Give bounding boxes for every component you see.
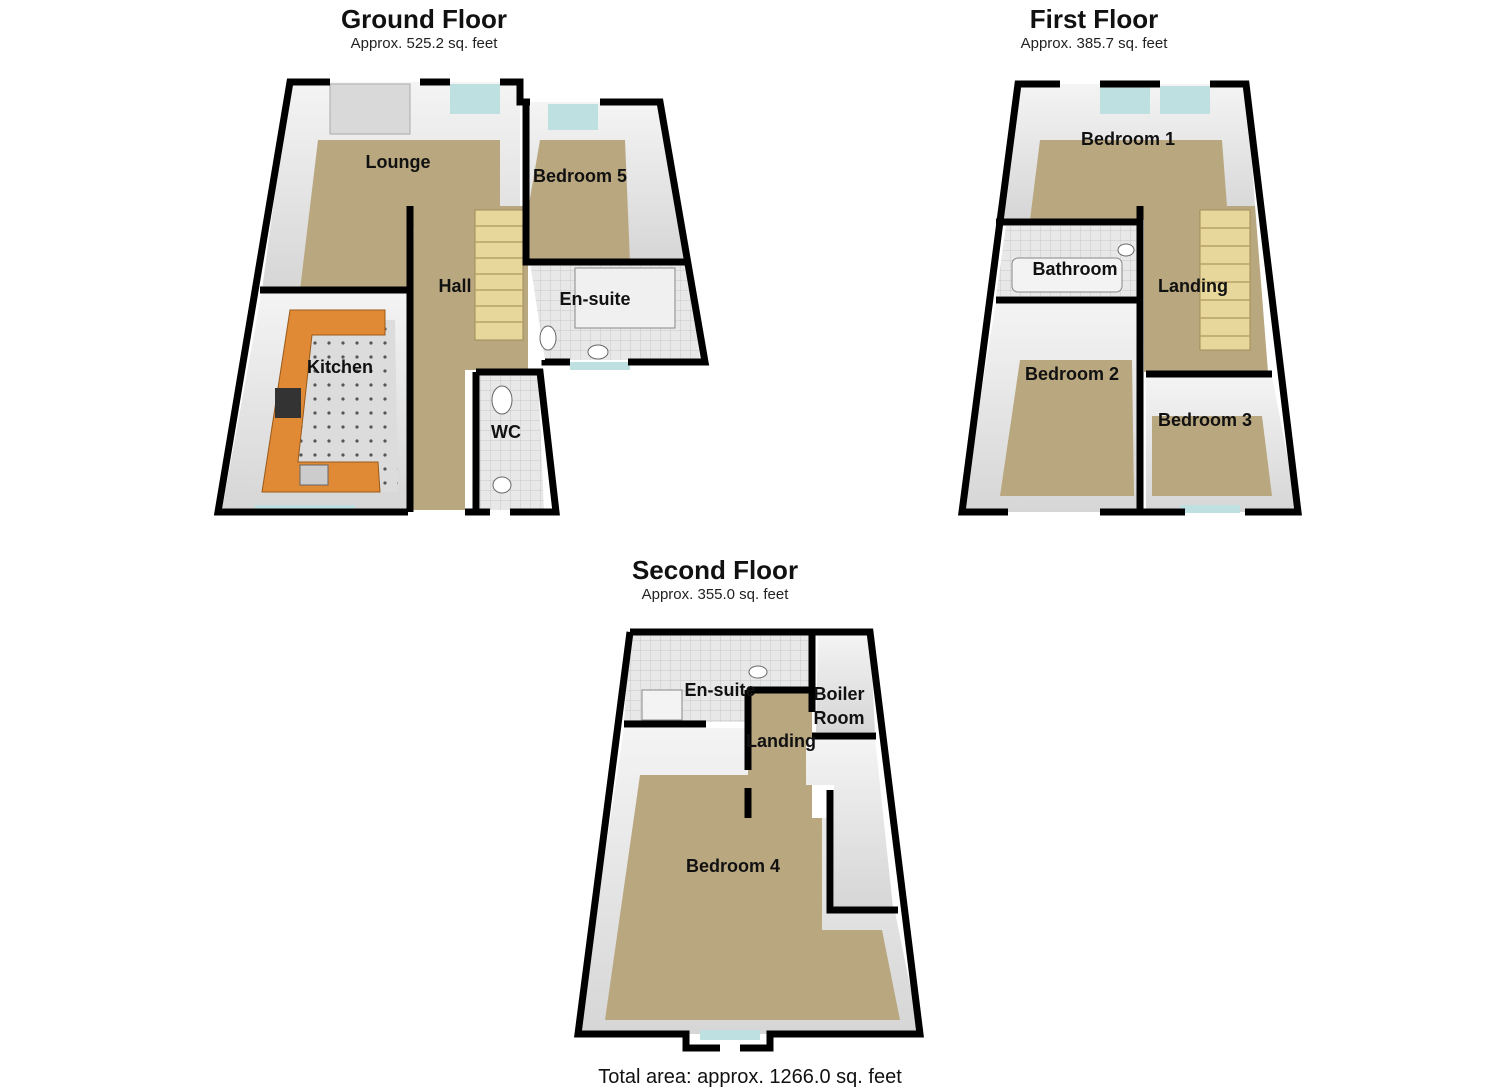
- storage-wall-shade: [806, 738, 893, 908]
- first-floor-title: First Floor: [1029, 4, 1159, 34]
- label-second-ensuite: En-suite: [684, 680, 755, 700]
- second-ensuite-basin-icon: [748, 665, 768, 679]
- lounge-window: [450, 84, 500, 114]
- second-ensuite-bath: [641, 689, 683, 721]
- bedroom5-floor: [528, 140, 630, 262]
- lounge-glazed-doors: [329, 83, 411, 135]
- label-hall: Hall: [438, 276, 471, 296]
- bathroom-bath: [1011, 257, 1123, 293]
- bedroom5-window: [548, 104, 598, 130]
- label-bedroom1: Bedroom 1: [1081, 129, 1175, 149]
- label-bathroom: Bathroom: [1033, 259, 1118, 279]
- bedroom3-floor: [1152, 416, 1272, 496]
- second-floor-title: Second Floor: [631, 555, 799, 585]
- label-kitchen: Kitchen: [307, 357, 373, 377]
- bedroom4-floor: [605, 775, 900, 1020]
- ground-ensuite-toilet-icon: [539, 325, 557, 351]
- kitchen-worktop: [261, 309, 386, 493]
- bathroom-basin-icon: [1117, 243, 1135, 257]
- ground-floor-area: Approx. 525.2 sq. feet: [350, 35, 498, 52]
- label-ground-ensuite: En-suite: [559, 289, 630, 309]
- label-bedroom3: Bedroom 3: [1158, 410, 1252, 430]
- first-floor-stairs: [1199, 209, 1251, 351]
- label-second-landing: Landing: [746, 731, 816, 751]
- total-area: Total area: approx. 1266.0 sq. feet: [598, 1066, 902, 1088]
- ground-stairs: [474, 209, 524, 341]
- label-bedroom2: Bedroom 2: [1025, 364, 1119, 384]
- wc-toilet-icon: [491, 385, 513, 415]
- ground-floor-title: Ground Floor: [340, 4, 508, 34]
- second-floor-plan: [574, 628, 924, 1052]
- label-lounge: Lounge: [366, 152, 431, 172]
- label-first-landing: Landing: [1158, 276, 1228, 296]
- second-floor-walls: [574, 628, 924, 1052]
- boiler-room-floor: [816, 634, 875, 732]
- first-floor-area: Approx. 385.7 sq. feet: [1020, 35, 1168, 52]
- label-boiler: Boiler: [813, 684, 864, 704]
- wc-basin-icon: [492, 476, 512, 494]
- ground-ensuite-basin-icon: [587, 344, 609, 360]
- first-floor-walls: [958, 80, 1302, 516]
- ground-floor-plan: [213, 78, 710, 516]
- hob-icon: [275, 388, 301, 418]
- first-floor-plan: [958, 80, 1302, 516]
- bedroom3-window: [1180, 505, 1240, 513]
- label-wc: WC: [491, 422, 521, 442]
- bedroom1-window-left: [1100, 86, 1150, 114]
- second-floor-area: Approx. 355.0 sq. feet: [641, 586, 789, 603]
- lounge-floor: [300, 140, 500, 290]
- ground-ensuite-shower: [574, 267, 676, 329]
- label-boiler-room: Room: [814, 708, 865, 728]
- second-landing-floor: [748, 690, 812, 818]
- ground-ensuite-window: [570, 362, 630, 370]
- bedroom4-window: [700, 1030, 760, 1040]
- label-bedroom5: Bedroom 5: [533, 166, 627, 186]
- bedroom1-floor: [1030, 140, 1228, 220]
- ground-walls: [213, 78, 710, 516]
- bedroom1-window-right: [1160, 86, 1210, 114]
- bedroom2-floor: [1000, 360, 1134, 496]
- label-bedroom4: Bedroom 4: [686, 856, 780, 876]
- sink-icon: [299, 464, 329, 486]
